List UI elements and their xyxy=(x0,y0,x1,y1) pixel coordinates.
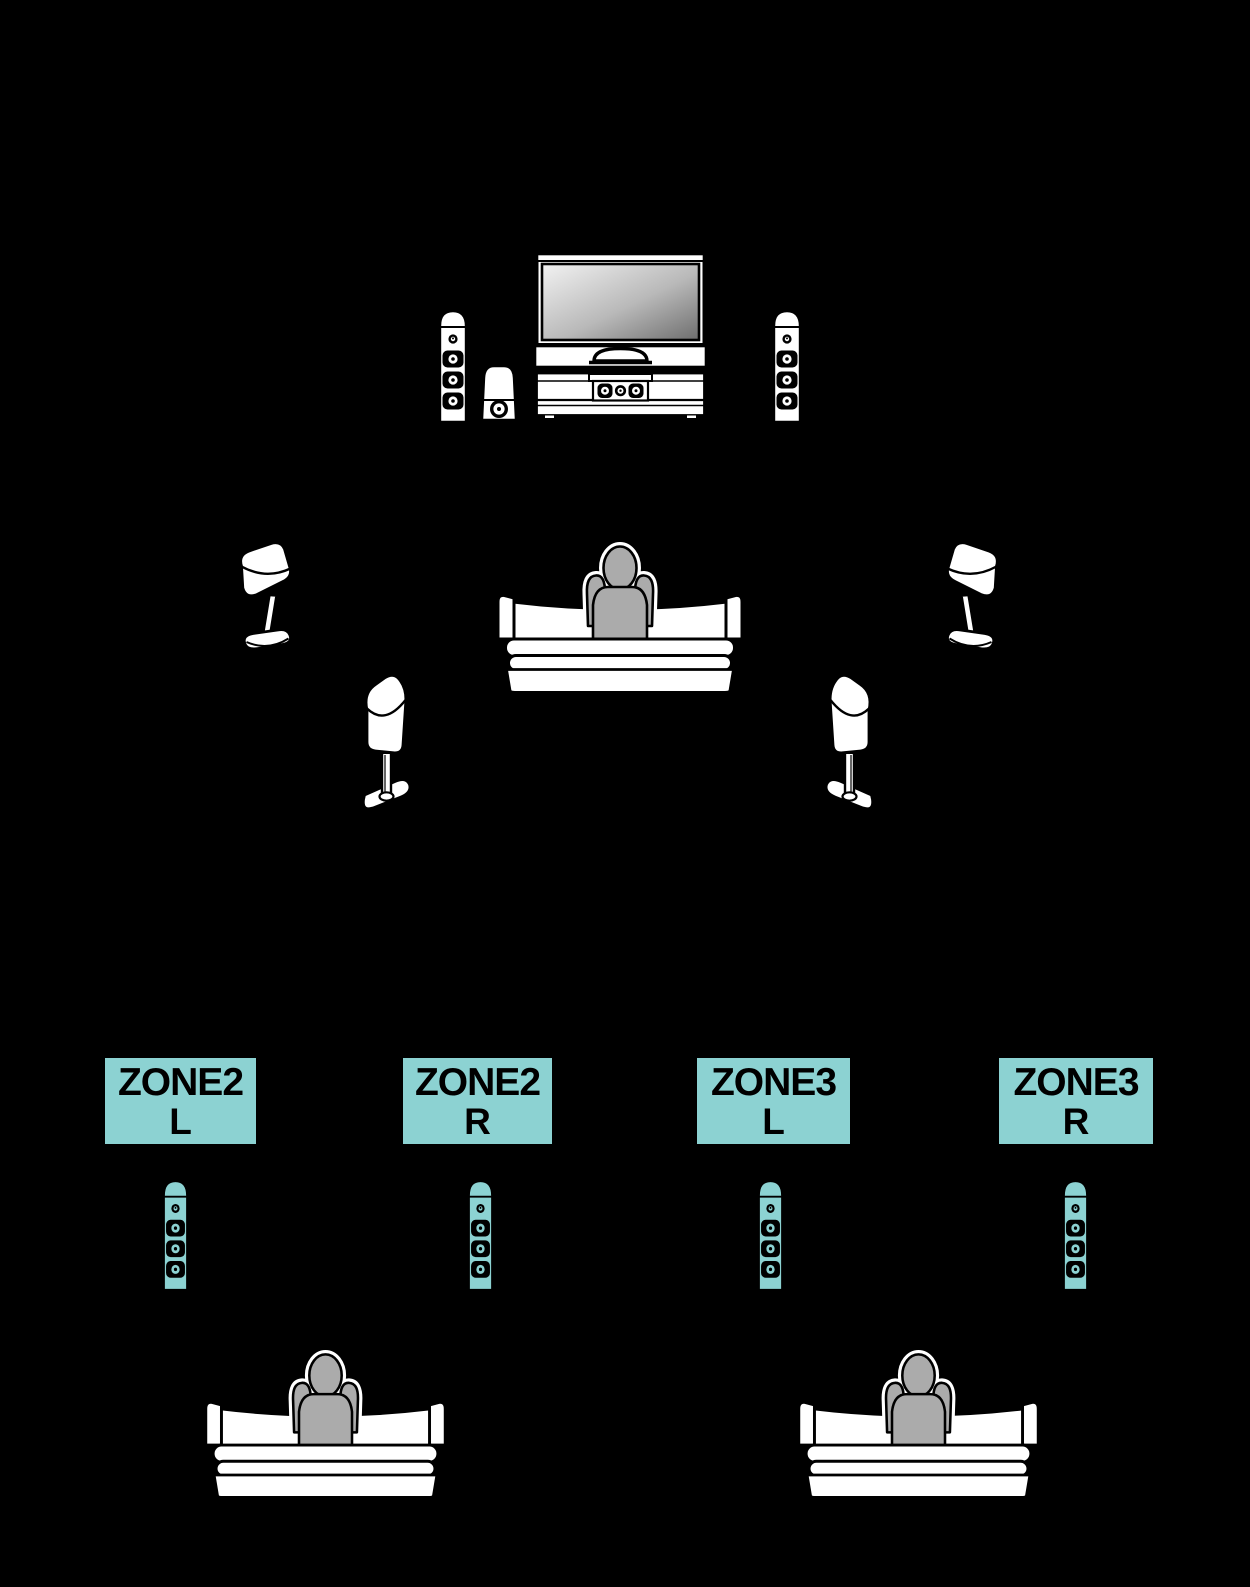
surround-back-left-speaker xyxy=(354,672,419,812)
zone-channel: L xyxy=(762,1101,785,1142)
main-listening-sofa xyxy=(485,542,755,694)
surround-left-speaker xyxy=(230,538,300,663)
zone3-right-label: ZONE3 R xyxy=(999,1058,1153,1144)
surround-back-right-speaker xyxy=(817,672,882,812)
zone-channel: R xyxy=(1062,1101,1090,1142)
tv-with-rack xyxy=(533,253,708,418)
zone3-left-label: ZONE3 L xyxy=(697,1058,850,1144)
front-right-speaker xyxy=(772,308,802,424)
zone-name: ZONE2 xyxy=(414,1061,541,1104)
front-left-speaker xyxy=(438,308,468,424)
zone2-right-speaker xyxy=(467,1178,494,1292)
zone2-right-label: ZONE2 R xyxy=(403,1058,552,1144)
zone2-sofa-with-listener xyxy=(193,1350,458,1499)
surround-right-speaker xyxy=(938,538,1008,663)
zone3-left-speaker xyxy=(757,1178,784,1292)
zone3-sofa-with-listener xyxy=(786,1350,1051,1499)
zone2-left-label: ZONE2 L xyxy=(105,1058,256,1144)
zone3-right-speaker xyxy=(1062,1178,1089,1292)
zone-name: ZONE3 xyxy=(1013,1061,1139,1104)
subwoofer xyxy=(478,362,520,422)
zone-name: ZONE3 xyxy=(710,1061,837,1104)
zone2-left-speaker xyxy=(162,1178,189,1292)
zone-name: ZONE2 xyxy=(117,1061,244,1104)
zone-channel: R xyxy=(464,1101,491,1142)
zone-channel: L xyxy=(169,1101,192,1142)
